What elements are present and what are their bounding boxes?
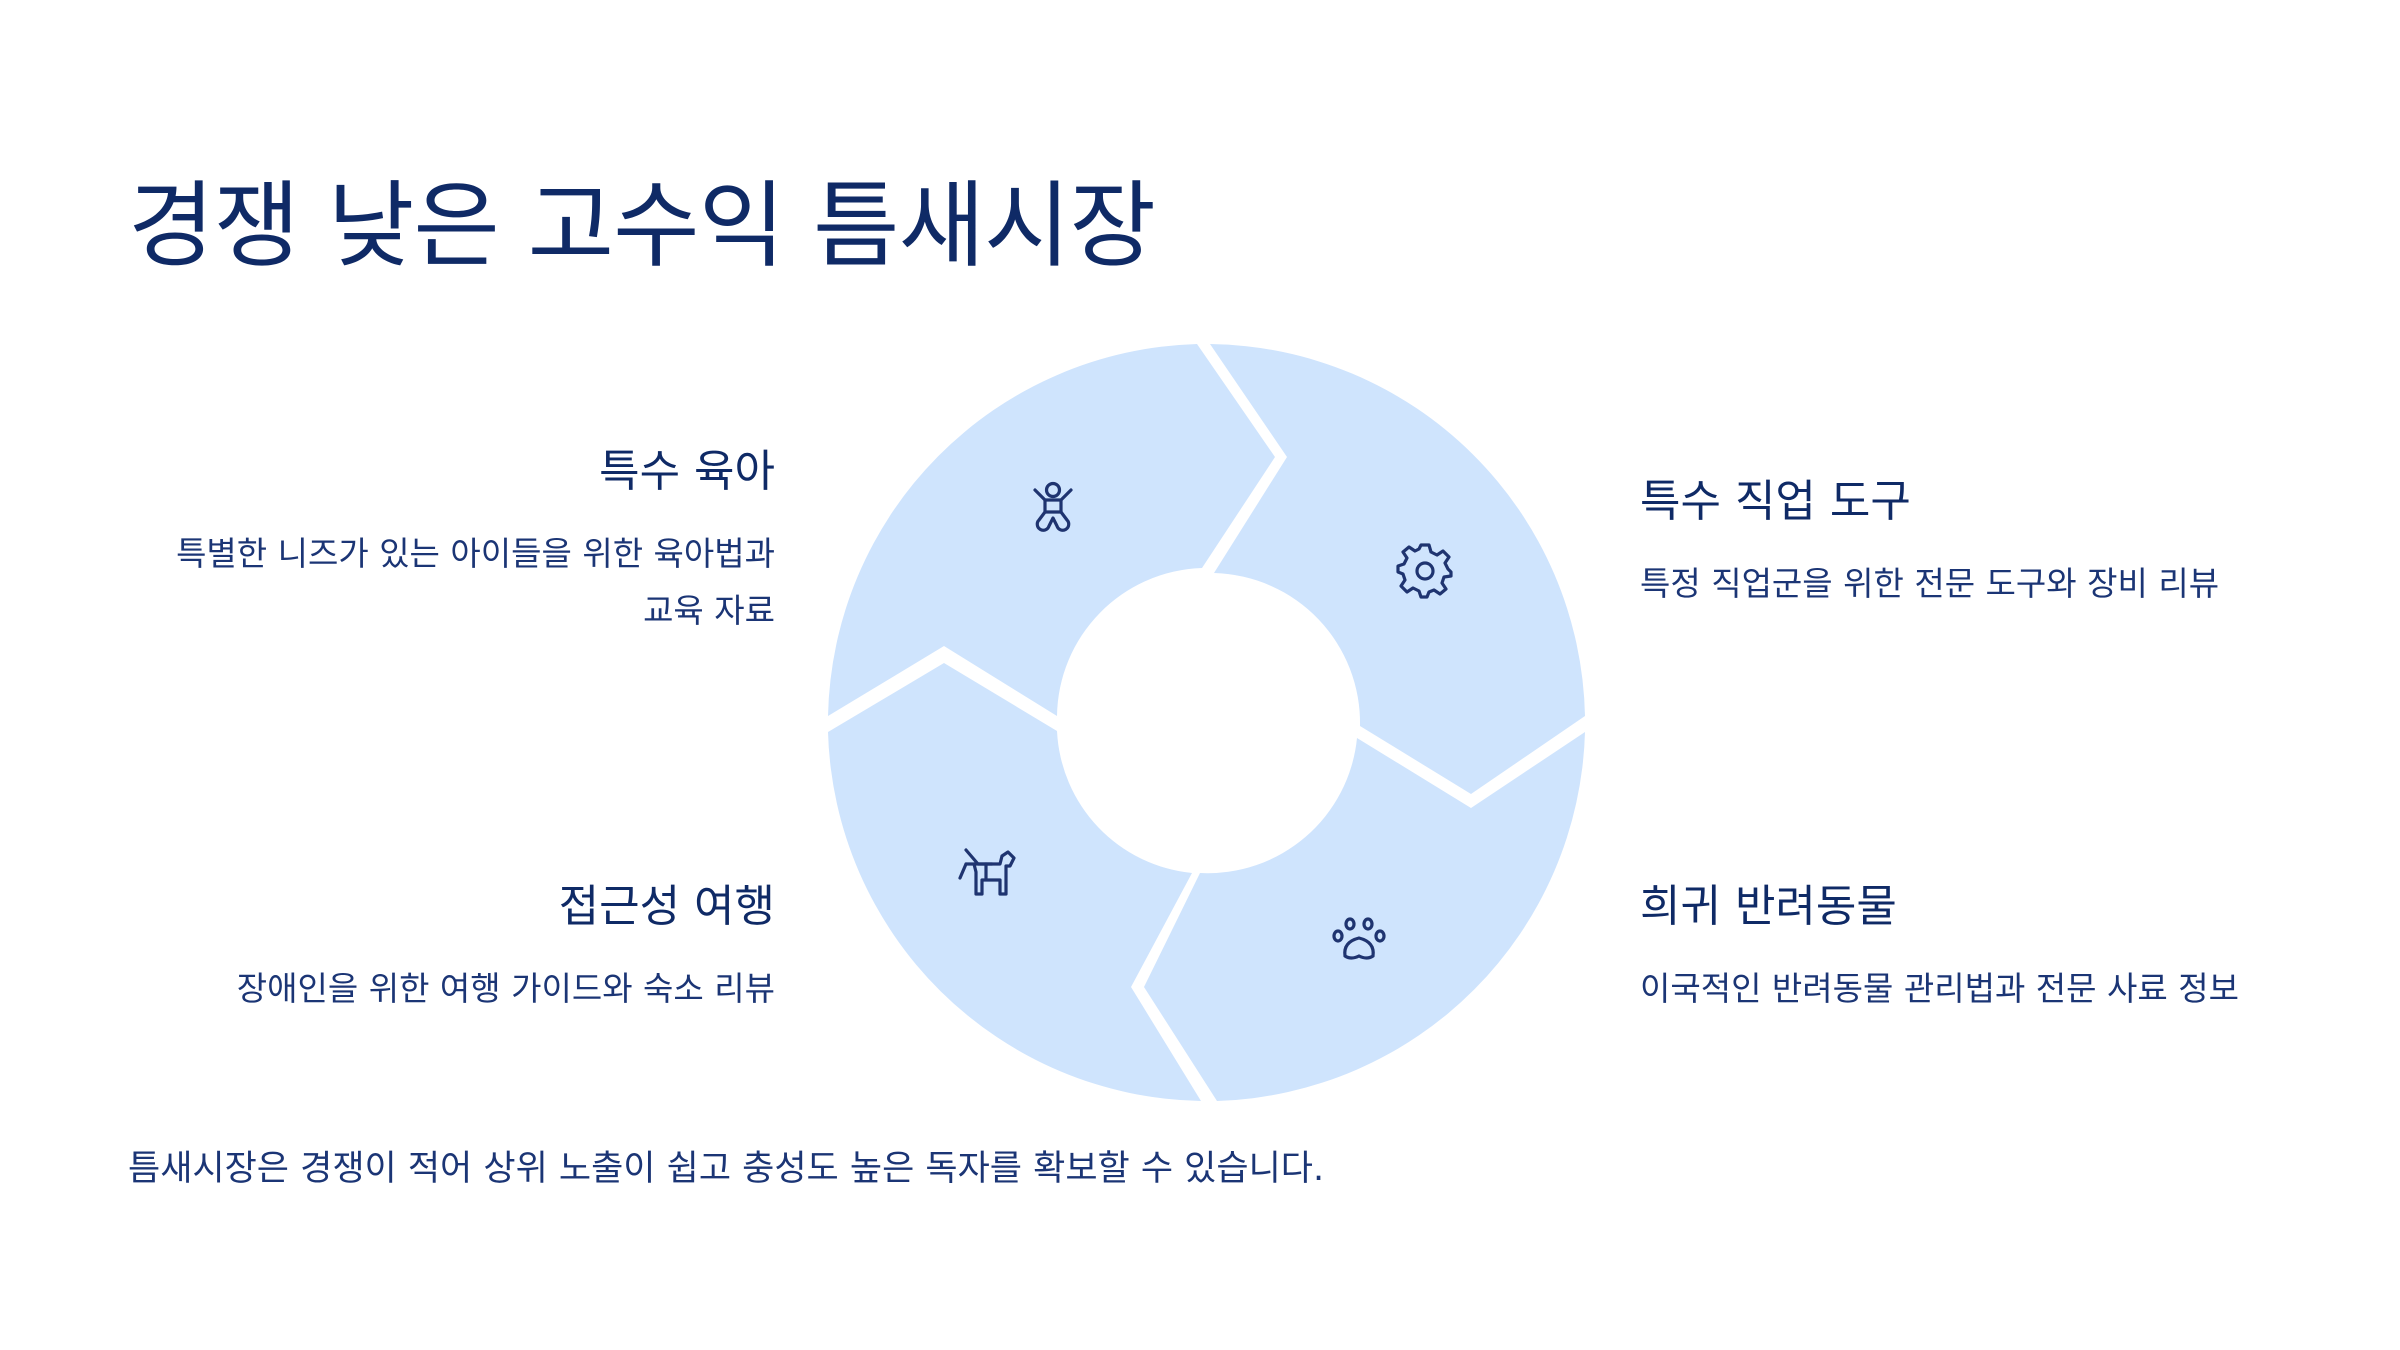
segment-description: 특정 직업군을 위한 전문 도구와 장비 리뷰 <box>1640 564 2220 603</box>
baby-icon <box>1033 481 1073 532</box>
segment-description: 이국적인 반려동물 관리법과 전문 사료 정보 <box>1640 969 2239 1008</box>
segment-description: 장애인을 위한 여행 가이드와 숙소 리뷰 <box>236 969 775 1008</box>
segment-heading: 접근성 여행 <box>558 881 775 932</box>
paw-icon <box>1332 917 1386 960</box>
segment-text-professional-tools: 특수 직업 도구 특정 직업군을 위한 전문 도구와 장비 리뷰 <box>1640 465 2360 612</box>
segment-top-left <box>828 344 1275 716</box>
segment-heading: 희귀 반려동물 <box>1640 881 1897 932</box>
segment-bottom-left <box>828 663 1201 1101</box>
segment-description: 특별한 니즈가 있는 아이들을 위한 육아법과 교육 자료 <box>176 534 775 630</box>
segment-text-accessible-travel: 접근성 여행 장애인을 위한 여행 가이드와 숙소 리뷰 <box>55 870 775 1017</box>
segment-text-special-parenting: 특수 육아 특별한 니즈가 있는 아이들을 위한 육아법과 교육 자료 <box>55 435 775 639</box>
footer-note: 틈새시장은 경쟁이 적어 상위 노출이 쉽고 충성도 높은 독자를 확보할 수 … <box>128 1149 1325 1189</box>
guide-dog-icon <box>958 848 1016 896</box>
gear-icon <box>1396 543 1453 599</box>
segment-heading: 특수 육아 <box>599 446 775 497</box>
page-title: 경쟁 낮은 고수익 틈새시장 <box>128 172 1156 281</box>
segment-text-rare-pets: 희귀 반려동물 이국적인 반려동물 관리법과 전문 사료 정보 <box>1640 870 2360 1017</box>
segment-bottom-right <box>1144 732 1585 1101</box>
segment-heading: 특수 직업 도구 <box>1640 476 1911 527</box>
